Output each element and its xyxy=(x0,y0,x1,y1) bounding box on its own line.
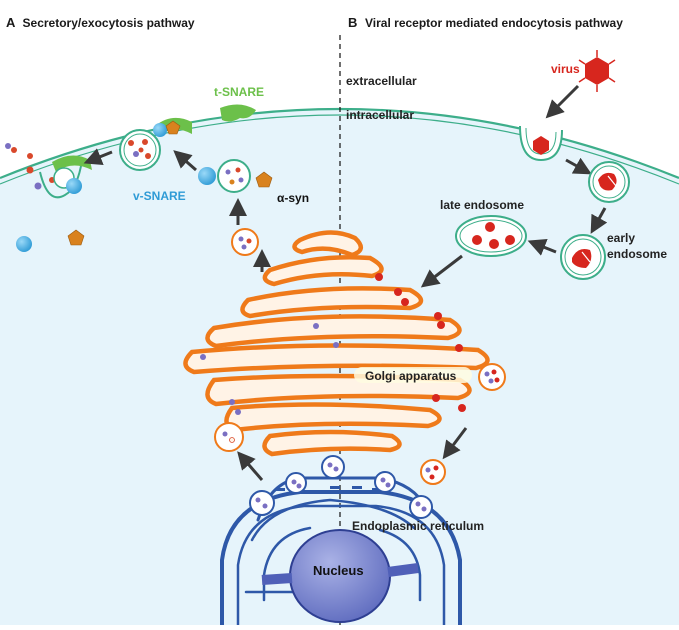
secretory-vesicle xyxy=(217,159,251,193)
panel-a-title: Secretory/exocytosis pathway xyxy=(22,16,195,30)
er-vesicles xyxy=(249,455,433,519)
nucleus-label: Nucleus xyxy=(313,563,364,578)
v-snare-sphere-2 xyxy=(153,123,167,137)
docking-vesicle xyxy=(119,129,161,171)
v-snare-sphere-3 xyxy=(198,167,216,185)
lysosome-vesicle xyxy=(420,459,446,485)
nuclear-pore-left xyxy=(261,573,293,585)
v-snare-sphere-4 xyxy=(16,236,32,252)
arrow-exocytosis-1 xyxy=(83,148,113,166)
late-endosome-label: late endosome xyxy=(440,198,525,212)
golgi-cargo xyxy=(200,273,466,415)
early-endosome-label-line2: endosome xyxy=(607,247,668,261)
alpha-syn-pentagon-3 xyxy=(67,229,85,246)
arrow-exocytosis-2 xyxy=(173,150,197,172)
golgi-apparatus xyxy=(183,230,490,457)
alpha-syn-pentagon-2 xyxy=(255,171,273,188)
panel-b-title: Viral receptor mediated endocytosis path… xyxy=(365,16,623,30)
v-snare-sphere-1 xyxy=(66,178,82,194)
golgi-label-highlight xyxy=(354,367,472,383)
arrow-pit-to-early xyxy=(565,157,592,175)
er-label: Endoplasmic reticulum xyxy=(352,519,485,533)
golgi-vesicle-left xyxy=(214,422,244,452)
arrow-golgi-to-lysosome xyxy=(442,427,468,460)
arrow-late-endosome-to-golgi xyxy=(420,254,463,288)
endocytic-pit xyxy=(519,125,563,162)
golgi-vesicle-right xyxy=(478,363,506,391)
nuclear-pore-right xyxy=(387,563,419,577)
virus-label: virus xyxy=(551,62,580,76)
golgi-vesicle-top xyxy=(231,228,259,256)
early-endosome-label-line1: early xyxy=(607,231,636,245)
v-snare-label: v-SNARE xyxy=(133,189,186,203)
panel-b-label: B Viral receptor mediated endocytosis pa… xyxy=(348,16,623,29)
alpha-syn-label: α-syn xyxy=(277,191,310,205)
t-snare-label: t-SNARE xyxy=(214,85,264,99)
extracellular-label: extracellular xyxy=(346,74,417,88)
alpha-syn-pentagon-1 xyxy=(165,120,181,135)
early-endosome xyxy=(560,234,606,280)
arrow-to-late-endosome xyxy=(527,238,557,256)
arrow-virus-entry xyxy=(545,84,580,119)
fusion-pocket xyxy=(5,143,83,199)
t-snare-3 xyxy=(220,104,256,122)
intracellular-label: intracellular xyxy=(346,108,415,122)
endocytic-vesicle xyxy=(588,161,630,203)
panel-b-letter: B xyxy=(348,15,358,30)
arrow-to-early-endosome xyxy=(590,207,608,234)
arrow-er-to-golgi xyxy=(237,451,264,481)
panel-a-label: A Secretory/exocytosis pathway xyxy=(6,16,195,29)
panel-a-letter: A xyxy=(6,15,15,30)
virus-icon xyxy=(578,50,616,92)
golgi-label: Golgi apparatus xyxy=(365,369,457,383)
late-endosome xyxy=(455,215,527,257)
